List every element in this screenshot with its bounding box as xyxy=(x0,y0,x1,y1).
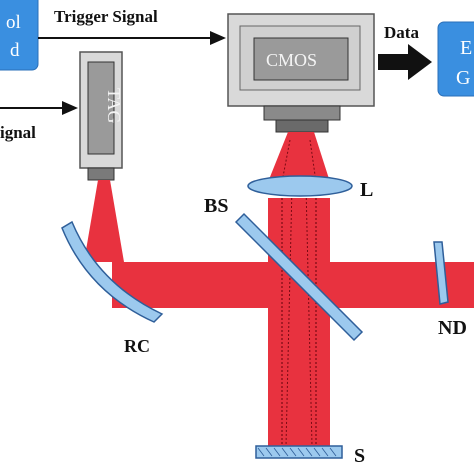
trigger-signal-label: Trigger Signal xyxy=(54,7,158,26)
rc-label: RC xyxy=(124,336,150,356)
left-signal-arrow xyxy=(0,101,78,115)
lens-l xyxy=(247,175,353,197)
control-box: ol d xyxy=(0,0,39,71)
control-box-line2: d xyxy=(10,40,20,61)
bs-label: BS xyxy=(204,195,228,217)
cmos-camera: CMOS xyxy=(227,13,375,133)
tag-lens: TAG xyxy=(79,51,124,181)
computer-box-line1: E xyxy=(460,37,472,59)
nd-filter xyxy=(433,241,449,305)
computer-box-line2: G xyxy=(456,67,470,89)
cmos-label: CMOS xyxy=(266,50,317,70)
data-arrow xyxy=(378,44,432,80)
beam-splitter xyxy=(234,212,364,342)
nd-label: ND xyxy=(438,317,467,339)
curved-mirror-rc xyxy=(61,220,164,323)
data-label: Data xyxy=(384,23,419,42)
sample-s xyxy=(255,445,343,459)
trigger-signal-arrow xyxy=(38,31,226,45)
control-box-line1: ol xyxy=(6,12,21,33)
tag-label: TAG xyxy=(104,88,124,124)
computer-box: E G xyxy=(437,21,474,97)
s-label: S xyxy=(354,445,365,467)
lens-l-label: L xyxy=(360,179,373,201)
left-signal-label: ignal xyxy=(0,123,36,142)
laser-beam xyxy=(84,132,474,447)
